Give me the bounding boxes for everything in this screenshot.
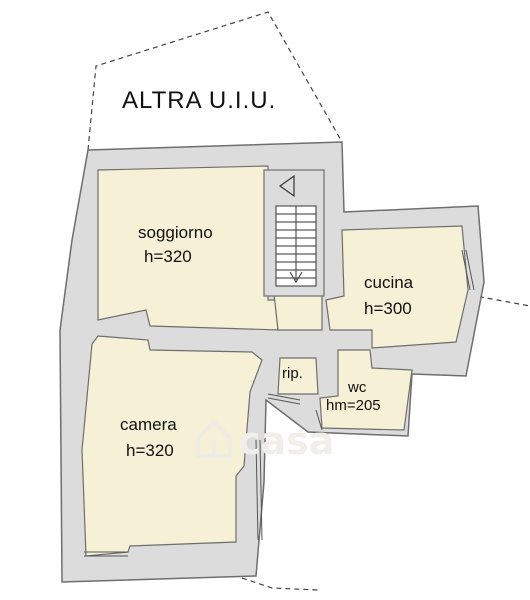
room-wc bbox=[319, 349, 413, 431]
openings bbox=[84, 249, 475, 557]
room-camera bbox=[81, 335, 263, 557]
room-cucina bbox=[325, 225, 469, 349]
house-logo-icon bbox=[196, 419, 232, 458]
room-soggiorno-name: soggiorno bbox=[138, 223, 213, 242]
room-soggiorno-height: h=320 bbox=[144, 247, 192, 266]
room-cucina-height: h=300 bbox=[364, 299, 412, 318]
hall-strip bbox=[273, 291, 323, 331]
room-wc-height: hm=205 bbox=[326, 397, 381, 414]
watermark: casa bbox=[238, 419, 334, 463]
room-rip-name: rip. bbox=[282, 365, 303, 382]
room-camera-name: camera bbox=[120, 415, 177, 434]
stairs-icon bbox=[263, 169, 325, 297]
room-rip bbox=[277, 357, 319, 395]
room-interiors bbox=[81, 165, 469, 557]
room-cucina-name: cucina bbox=[364, 273, 414, 292]
room-wc-name: wc bbox=[347, 379, 367, 396]
adjacent-unit-label: ALTRA U.I.U. bbox=[122, 87, 276, 114]
room-camera-height: h=320 bbox=[126, 441, 174, 460]
